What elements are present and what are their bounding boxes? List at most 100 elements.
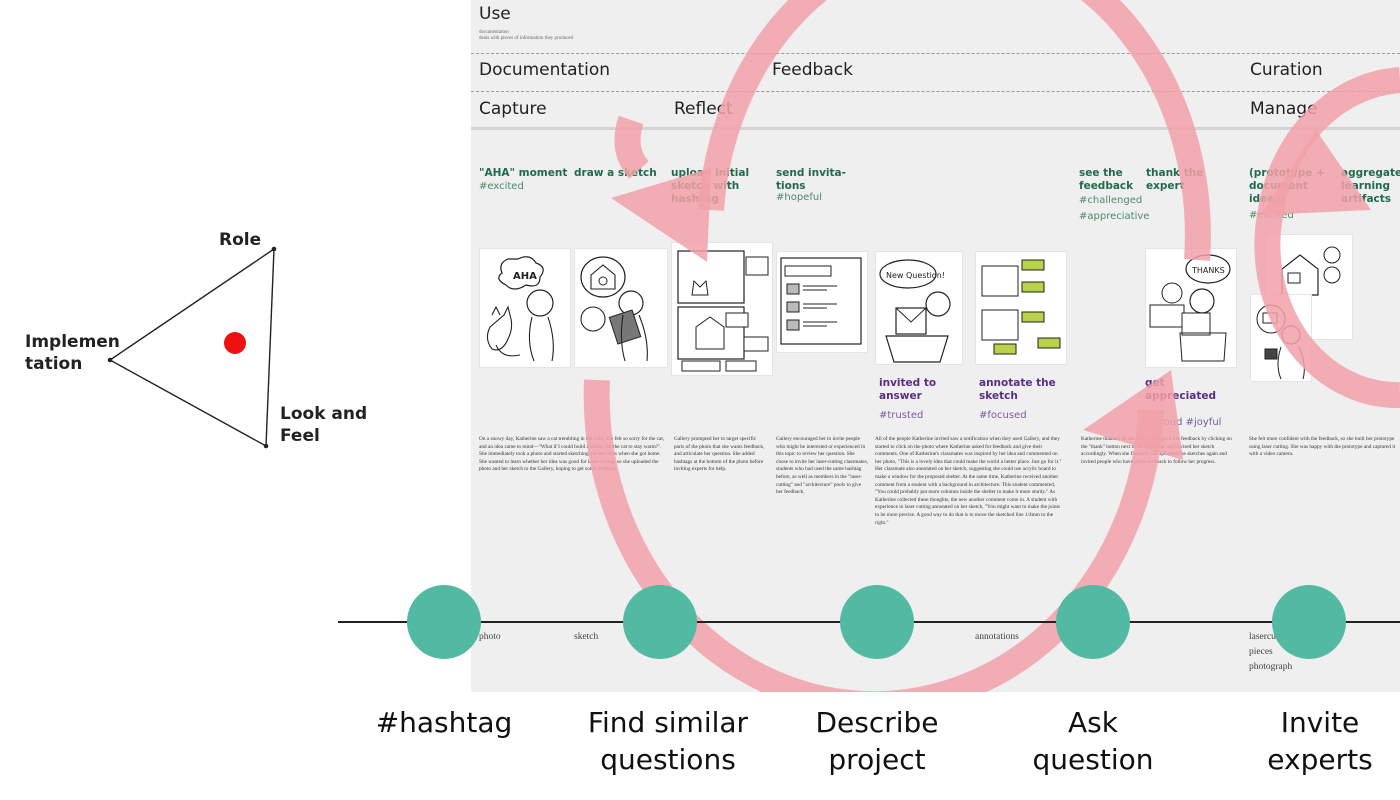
timeline-node-describe[interactable] <box>840 585 914 659</box>
sketch-aha-cat: AHA <box>479 248 571 368</box>
sketch-new-question-drawing: New Question! <box>879 259 951 363</box>
stage-thank-expert-l2: expert <box>1146 180 1185 192</box>
corner-label-role: Role <box>219 230 262 250</box>
stage-invited-to-answer: invited to answer <box>879 377 936 403</box>
step-ask-line1: Ask <box>1068 706 1118 739</box>
stage-invited-l2: answer <box>879 390 922 402</box>
sketch-thanks: THANKS <box>1145 248 1237 368</box>
stage-appreciated-l1: get <box>1145 377 1165 389</box>
story-capture: On a snowy day, Katherine saw a cat trem… <box>479 436 665 473</box>
corner-label-look-and-feel-line2: Feel <box>280 426 320 446</box>
sketch-thanks-text: THANKS <box>1191 266 1225 275</box>
stage-aggregate-l2: learning <box>1341 180 1391 192</box>
header-divider <box>471 127 1400 130</box>
timeline-node-invite[interactable] <box>1272 585 1346 659</box>
story-invite: Gallery encouraged her to invite people … <box>776 436 868 496</box>
stage-annotate-sketch: annotate the sketch <box>979 377 1056 403</box>
artifact-annotations: annotations <box>975 632 1019 642</box>
tag-focused: #focused <box>979 410 1027 421</box>
step-describe-line1: Describe <box>815 706 939 739</box>
artifact-lasercut: lasercut <box>1249 632 1279 642</box>
step-describe-line2: project <box>828 743 926 776</box>
story-reflect: Gallery prompted her to target specific … <box>674 436 765 473</box>
stage-prototype-l1: (prototype + <box>1249 167 1325 179</box>
use-subtitle-line1: documentation <box>479 30 509 35</box>
corner-label-implementation-line1: Implemen <box>25 332 120 352</box>
stage-prototype-l2: document <box>1249 180 1308 192</box>
journey-map-board: Use documentation deals with pieces of i… <box>471 0 1400 692</box>
artifact-sketch: sketch <box>574 632 599 642</box>
step-label-invite: Invite experts <box>1240 704 1400 778</box>
timeline-node-find-similar[interactable] <box>623 585 697 659</box>
stage-aha-moment: "AHA" moment <box>479 167 568 179</box>
sketch-aha-text: AHA <box>513 271 537 282</box>
stage-invited-l1: invited to <box>879 377 937 389</box>
role-implementation-lookfeel-triangle <box>107 246 277 449</box>
corner-label-implementation-line2: tation <box>25 354 83 374</box>
sketch-upload <box>671 242 773 376</box>
position-marker <box>224 332 246 354</box>
artifact-pieces: pieces <box>1249 647 1273 657</box>
stage-see-feedback-l1: see the <box>1079 167 1123 179</box>
vertex-role <box>271 246 277 252</box>
stage-upload-sketch-l1: upload initial <box>671 167 750 179</box>
corner-label-look-and-feel-line1: Look and <box>280 404 368 424</box>
stage-aggregate-l1: aggregate <box>1341 167 1400 179</box>
sketch-camera <box>1250 294 1312 382</box>
story-feedback: All of the people Katherine invited saw … <box>875 436 1062 526</box>
header-feedback: Feedback <box>772 60 853 80</box>
stage-aggregate: aggregate learning artifacts <box>1341 167 1400 206</box>
vertex-implementation <box>107 357 113 363</box>
sketch-upload-drawing <box>677 250 769 372</box>
timeline-node-hashtag[interactable] <box>407 585 481 659</box>
stage-send-invitations-l1: send invita- <box>776 167 846 179</box>
tag-excited-2: #excited <box>1249 210 1294 221</box>
step-label-describe: Describe project <box>797 704 957 778</box>
tag-proud-joyful: #proud #joyful <box>1145 417 1222 428</box>
tag-challenged: #challenged <box>1079 195 1143 206</box>
stage-annotate-l2: sketch <box>979 390 1018 402</box>
use-band <box>471 0 1400 54</box>
step-label-ask: Ask question <box>1013 704 1173 778</box>
sketch-new-question: New Question! <box>875 251 963 365</box>
stage-upload-sketch-l3: hashtag <box>671 193 719 205</box>
sketch-annotate <box>975 251 1067 365</box>
sketch-camera-drawing <box>1256 304 1305 380</box>
sketch-aha-cat-drawing: AHA <box>486 256 554 362</box>
step-label-find-similar: Find similar questions <box>570 704 766 778</box>
stage-see-feedback-l2: feedback <box>1079 180 1134 192</box>
use-title: Use <box>479 4 511 24</box>
stage-appreciated-l2: appreciated <box>1145 390 1216 402</box>
stage-draw-sketch: draw a sketch <box>574 167 657 179</box>
header-capture: Capture <box>479 99 547 119</box>
stage-prototype-l3: ideas) <box>1249 193 1286 205</box>
stage-upload-sketch-l2: sketch with <box>671 180 740 192</box>
tag-trusted: #trusted <box>879 410 924 421</box>
artifact-photo: photo <box>479 632 501 642</box>
sketch-annotate-drawing <box>981 259 1061 355</box>
timeline-node-ask[interactable] <box>1056 585 1130 659</box>
artifact-photograph: photograph <box>1249 662 1293 672</box>
tag-excited: #excited <box>479 181 524 192</box>
sketch-thanks-drawing: THANKS <box>1149 254 1231 362</box>
triangle-outline <box>108 247 275 448</box>
step-hashtag-line1: #hashtag <box>375 706 513 739</box>
sketch-draw-shelter-drawing <box>580 256 648 362</box>
stage-thank-expert: thank the expert <box>1146 167 1203 193</box>
stage-thank-expert-l1: thank the <box>1146 167 1204 179</box>
header-manage: Manage <box>1250 99 1318 119</box>
stage-see-feedback: see the feedback <box>1079 167 1133 193</box>
header-reflect: Reflect <box>674 99 733 119</box>
vertex-look-and-feel <box>263 443 269 449</box>
step-ask-line2: question <box>1032 743 1154 776</box>
story-curation: She felt more confident with the feedbac… <box>1249 436 1396 458</box>
stage-annotate-l1: annotate the <box>979 377 1056 389</box>
use-subtitle: documentation deals with pieces of infor… <box>479 30 573 42</box>
sketch-invite <box>776 251 868 353</box>
tag-appreciative: #appreciative <box>1079 211 1150 222</box>
stage-get-appreciated: get appreciated <box>1145 377 1216 403</box>
step-label-hashtag: #hashtag <box>364 704 524 741</box>
header-documentation: Documentation <box>479 60 611 80</box>
corner-label-implementation: Implemen tation <box>25 331 120 375</box>
corner-label-look-and-feel: Look and Feel <box>280 403 367 447</box>
